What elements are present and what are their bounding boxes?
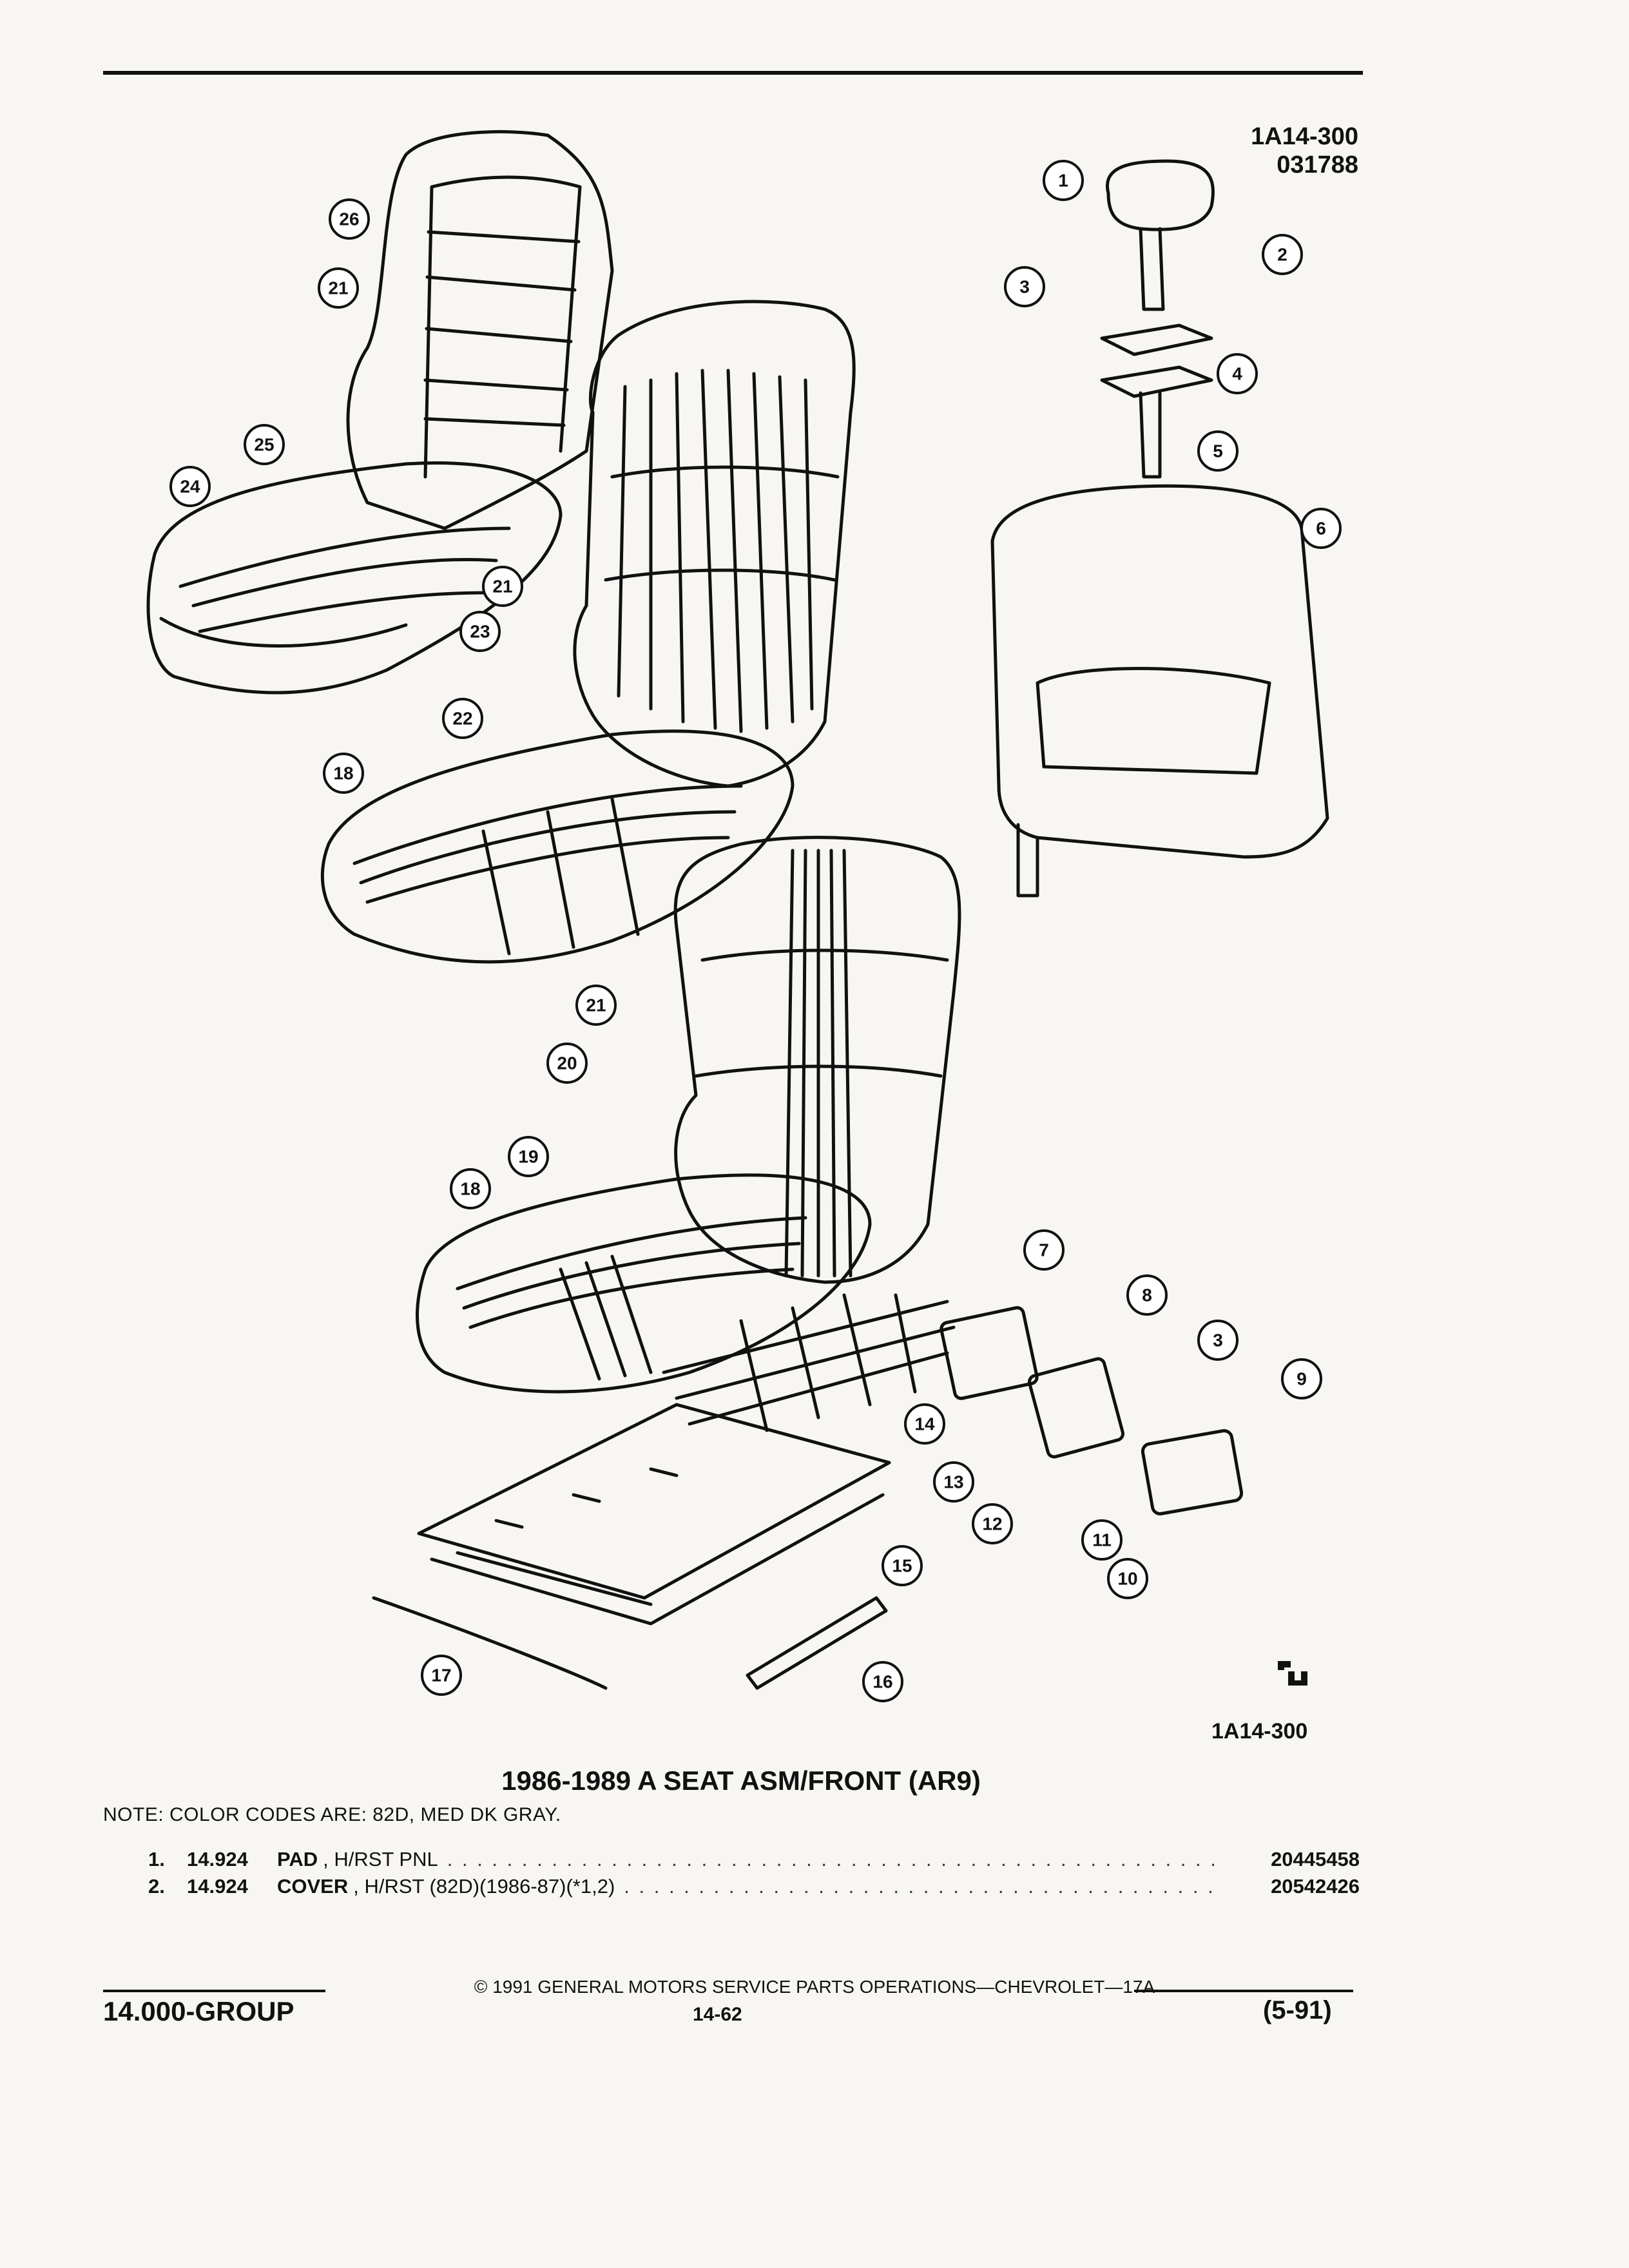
bezel-part-7 [940,1306,1039,1400]
callout-3b: 3 [1213,1331,1223,1350]
seat-cushion-middle [320,729,795,964]
callout-1: 1 [1058,171,1068,191]
gm-spo-logo-icon [1278,1661,1307,1686]
spring-frame [662,1293,956,1432]
part-item-number: 2. [148,1875,165,1898]
seat-cushion-lower [416,1173,872,1394]
callout-labels: 1 2 3 4 5 6 7 8 3 9 10 11 12 13 14 15 16… [180,171,1325,1692]
callout-21: 21 [586,995,606,1015]
parts-list-row: 2. 14.924 COVER , H/RST (82D)(1986-87)(*… [148,1875,1360,1902]
callout-22: 22 [452,709,472,729]
seat-cushion-upper [146,461,563,695]
callout-15: 15 [892,1556,912,1576]
callout-17: 17 [431,1666,451,1686]
callout-10: 10 [1117,1569,1137,1589]
headrest [1106,159,1215,311]
top-rule [103,71,1363,75]
parts-list-row: 1. 14.924 PAD , H/RST PNL 20445458 [148,1848,1360,1875]
part-number: 20445458 [1271,1848,1360,1870]
callout-8: 8 [1142,1285,1152,1305]
leader-dots [447,1848,1222,1871]
part-description: , H/RST PNL [323,1848,438,1870]
color-code-note: NOTE: COLOR CODES ARE: 82D, MED DK GRAY. [103,1804,561,1825]
bezel-part-8 [1027,1357,1125,1459]
seat-back-middle [573,300,856,788]
callout-2: 2 [1277,245,1287,265]
part-number: 20542426 [1271,1875,1360,1898]
callout-14: 14 [914,1414,935,1434]
bar-part-16 [746,1596,888,1690]
page-title: 1986-1989 A SEAT ASM/FRONT (AR9) [501,1765,981,1796]
part-item-number: 1. [148,1848,165,1870]
part-group-number: 14.924 [187,1875,248,1898]
callout-23: 23 [470,622,490,642]
footer-rule-right [1134,1990,1353,1992]
part-name: PAD [277,1848,318,1870]
callout-21c: 21 [328,278,348,298]
footer-page-number: 14-62 [693,2004,742,2025]
callout-18: 18 [460,1179,480,1199]
callout-11: 11 [1092,1530,1112,1550]
figure-code-top: 1A14-300 031788 [1251,122,1358,179]
figure-code-line1: 1A14-300 [1251,123,1358,150]
figure-code-bottom: 1A14-300 [1211,1719,1308,1744]
callout-4: 4 [1232,364,1242,384]
callout-18b: 18 [333,764,353,783]
seat-back-lower [673,836,961,1284]
footer-revision-date: (5-91) [1263,1996,1332,2024]
callout-25: 25 [254,435,274,455]
figure-code-line2: 031788 [1277,151,1358,178]
part-description: , H/RST (82D)(1986-87)(*1,2) [353,1875,615,1898]
parts-list: 1. 14.924 PAD , H/RST PNL 20445458 2. 14… [148,1848,1360,1902]
callout-7: 7 [1039,1240,1049,1260]
seat-track [417,1403,891,1626]
callout-3: 3 [1019,277,1030,297]
escutcheon-part-5 [1100,365,1213,479]
callout-20: 20 [557,1053,577,1073]
callout-16: 16 [872,1672,892,1692]
callout-26: 26 [339,209,359,229]
callout-9: 9 [1296,1369,1307,1389]
footer-rule-left [103,1990,325,1992]
part-group-number: 14.924 [187,1848,248,1870]
callout-13: 13 [943,1472,963,1492]
rod-part-17 [372,1596,608,1690]
callout-24: 24 [180,477,200,497]
handle-part-9 [1141,1429,1244,1515]
callout-21b: 21 [492,577,512,597]
escutcheon-part-4 [1100,323,1213,356]
callout-12: 12 [982,1514,1002,1534]
footer-group: 14.000-GROUP [103,1996,294,2026]
callout-group [169,160,1342,1702]
seat-exploded-diagram: 1 2 3 4 5 6 7 8 3 9 10 11 12 13 14 15 16… [146,130,1342,1702]
callout-6: 6 [1316,519,1326,539]
callout-19: 19 [518,1147,538,1167]
callout-5: 5 [1213,441,1223,461]
leader-dots [624,1875,1222,1898]
footer-copyright: © 1991 GENERAL MOTORS SERVICE PARTS OPER… [474,1977,1155,1997]
seat-back-panel [990,484,1329,898]
part-name: COVER [277,1875,349,1898]
seat-back-upper [346,130,614,530]
